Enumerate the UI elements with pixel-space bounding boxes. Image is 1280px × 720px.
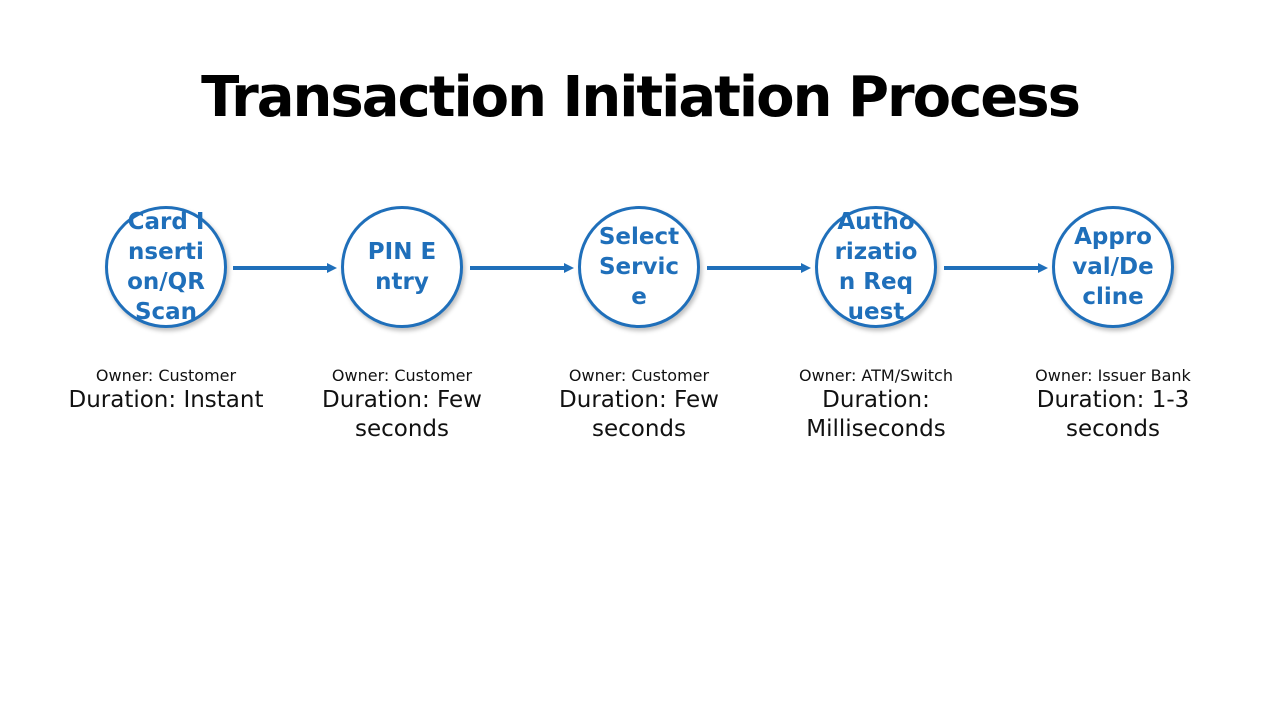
arrow-3-to-4 [707,263,811,273]
step-node-pin-entry [341,206,463,328]
arrow-2-to-3 [470,263,574,273]
arrow-4-to-5 [944,263,1048,273]
step-label-card-insertion: Card Insertion/QR Scan [127,209,205,325]
page-title: Transaction Initiation Process [201,65,1081,130]
step-owner-approval-decline: Owner: Issuer Bank [1035,366,1191,385]
step-label-pin-entry: PIN Entry [367,239,437,295]
step-duration-select-service: Duration: Few seconds [559,387,719,442]
step-owner-select-service: Owner: Customer [568,366,710,385]
step-duration-authorization-request: Duration: Milliseconds [806,387,946,442]
step-label-select-service: Select Service [598,224,680,310]
step-owner-pin-entry: Owner: Customer [331,366,473,385]
step-node-authorization-request [815,206,937,328]
step-duration-pin-entry: Duration: Few seconds [322,387,482,442]
step-node-select-service [578,206,700,328]
step-duration-approval-decline: Duration: 1-3 seconds [1036,387,1190,442]
step-duration-card-insertion: Duration: Instant [68,387,264,413]
step-label-authorization-request: Authorization Request [834,209,918,325]
arrow-1-to-2 [233,263,337,273]
step-node-card-insertion [105,206,227,328]
step-label-approval-decline: Approval/Decline [1072,224,1154,310]
step-owner-authorization-request: Owner: ATM/Switch [798,366,953,385]
step-node-approval-decline [1052,206,1174,328]
step-owner-card-insertion: Owner: Customer [95,366,237,385]
